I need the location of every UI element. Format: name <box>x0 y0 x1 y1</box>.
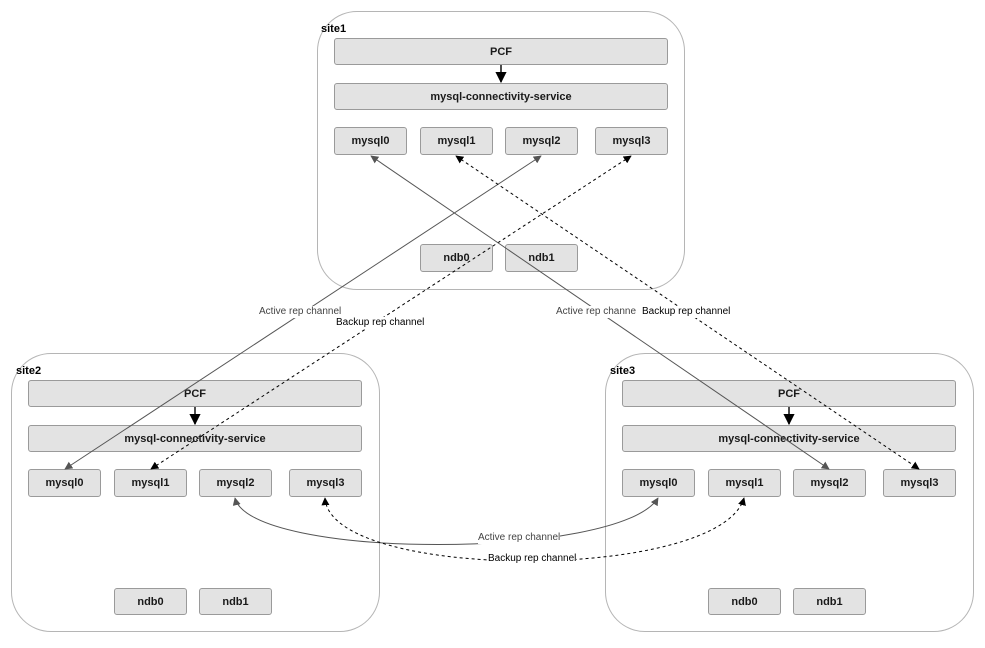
site3-mysql3-box[interactable]: mysql3 <box>883 469 956 497</box>
site2-label: site2 <box>16 365 42 377</box>
site3-ndb0-box[interactable]: ndb0 <box>708 588 781 615</box>
active-channel-label-site1-site3: Active rep channe <box>556 306 637 318</box>
site1-pcf-box[interactable]: PCF <box>334 38 668 65</box>
site2-ndb0-box[interactable]: ndb0 <box>114 588 187 615</box>
backup-link-site2-mysql3-site3-mysql1 <box>321 497 746 562</box>
site1-mysql0-box[interactable]: mysql0 <box>334 127 407 155</box>
site3-ndb1-box[interactable]: ndb1 <box>793 588 866 615</box>
active-channel-label-site2-site3: Active rep channel <box>478 532 561 544</box>
site1-mysql1-box[interactable]: mysql1 <box>420 127 493 155</box>
site2-ndb1-box[interactable]: ndb1 <box>199 588 272 615</box>
site3-mysql1-box[interactable]: mysql1 <box>708 469 781 497</box>
site1-mysql-connectivity-service-box[interactable]: mysql-connectivity-service <box>334 83 668 110</box>
site2-mysql0-box[interactable]: mysql0 <box>28 469 101 497</box>
site1-mysql2-box[interactable]: mysql2 <box>505 127 578 155</box>
backup-channel-label-site1-site2: Backup rep channel <box>336 317 425 329</box>
site2-mysql3-box[interactable]: mysql3 <box>289 469 362 497</box>
active-channel-label-site1-site2: Active rep channel <box>259 306 342 318</box>
site1-label: site1 <box>321 23 347 35</box>
backup-channel-label-site1-site3: Backup rep channel <box>642 306 731 318</box>
site3-mysql0-box[interactable]: mysql0 <box>622 469 695 497</box>
active-link-site2-mysql2-site3-mysql0 <box>232 497 659 545</box>
site2-mysql1-box[interactable]: mysql1 <box>114 469 187 497</box>
backup-channel-label-site2-site3: Backup rep channel <box>488 553 577 565</box>
site3-mysql2-box[interactable]: mysql2 <box>793 469 866 497</box>
site2-mysql2-box[interactable]: mysql2 <box>199 469 272 497</box>
site1-mysql3-box[interactable]: mysql3 <box>595 127 668 155</box>
